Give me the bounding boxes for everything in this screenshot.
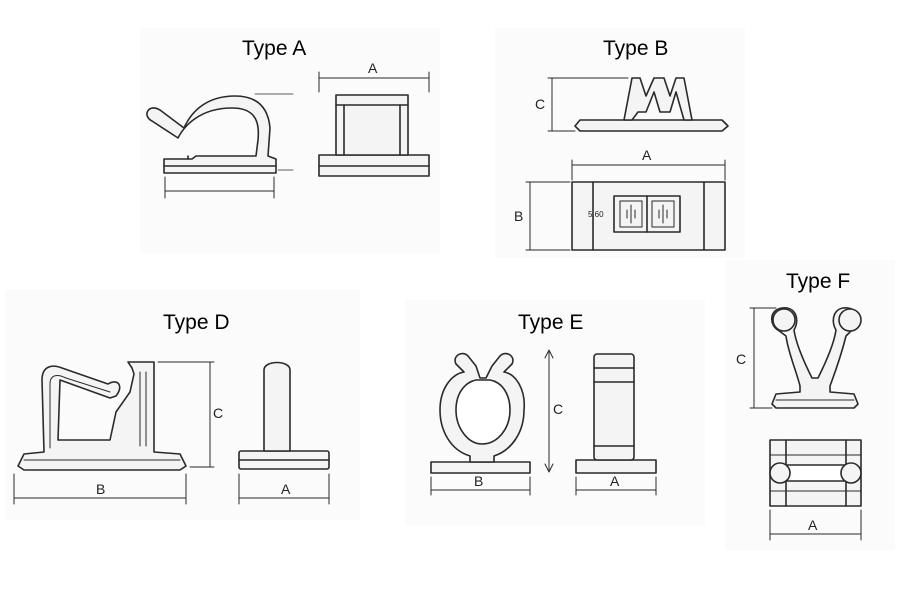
- dim-label-b-type-e: B: [474, 473, 483, 489]
- type-d-front-view: A: [238, 361, 330, 505]
- type-e-front-view: A: [575, 353, 657, 496]
- type-f-top-view: A: [769, 439, 862, 541]
- title-type-e: Type E: [518, 311, 584, 334]
- dim-label-c-type-d: C: [213, 405, 223, 421]
- type-b-front-view: C: [535, 77, 729, 132]
- dim-label-a-type-b-top: A: [642, 147, 652, 163]
- dim-label-a-type-f: A: [808, 517, 818, 533]
- title-type-d: Type D: [163, 311, 230, 334]
- panel-type-d: [5, 290, 360, 520]
- title-type-b: Type B: [603, 37, 669, 60]
- dim-label-c-type-b-front: C: [535, 96, 545, 112]
- type-d-side-view: B C: [13, 361, 223, 505]
- type-a-side-view: [146, 93, 294, 199]
- dim-label-c-type-f: C: [736, 351, 746, 367]
- title-type-a: Type A: [242, 37, 307, 60]
- dim-label-a-type-d: A: [281, 481, 291, 497]
- dim-label-b-type-b-top: B: [514, 208, 523, 224]
- dim-label-a-type-a: A: [368, 60, 378, 76]
- title-type-f: Type F: [786, 270, 851, 293]
- type-f-side-view: C: [736, 307, 862, 409]
- dim-label-5-60: 5.60: [588, 210, 604, 219]
- dim-label-b-type-d: B: [96, 481, 105, 497]
- dim-label-c-type-e: C: [553, 401, 563, 417]
- dim-label-a-type-e: A: [610, 473, 620, 489]
- type-e-side-view: B C: [430, 349, 563, 496]
- type-a-front-view: A: [318, 60, 430, 177]
- type-b-top-view: 5.60 A B: [514, 147, 726, 251]
